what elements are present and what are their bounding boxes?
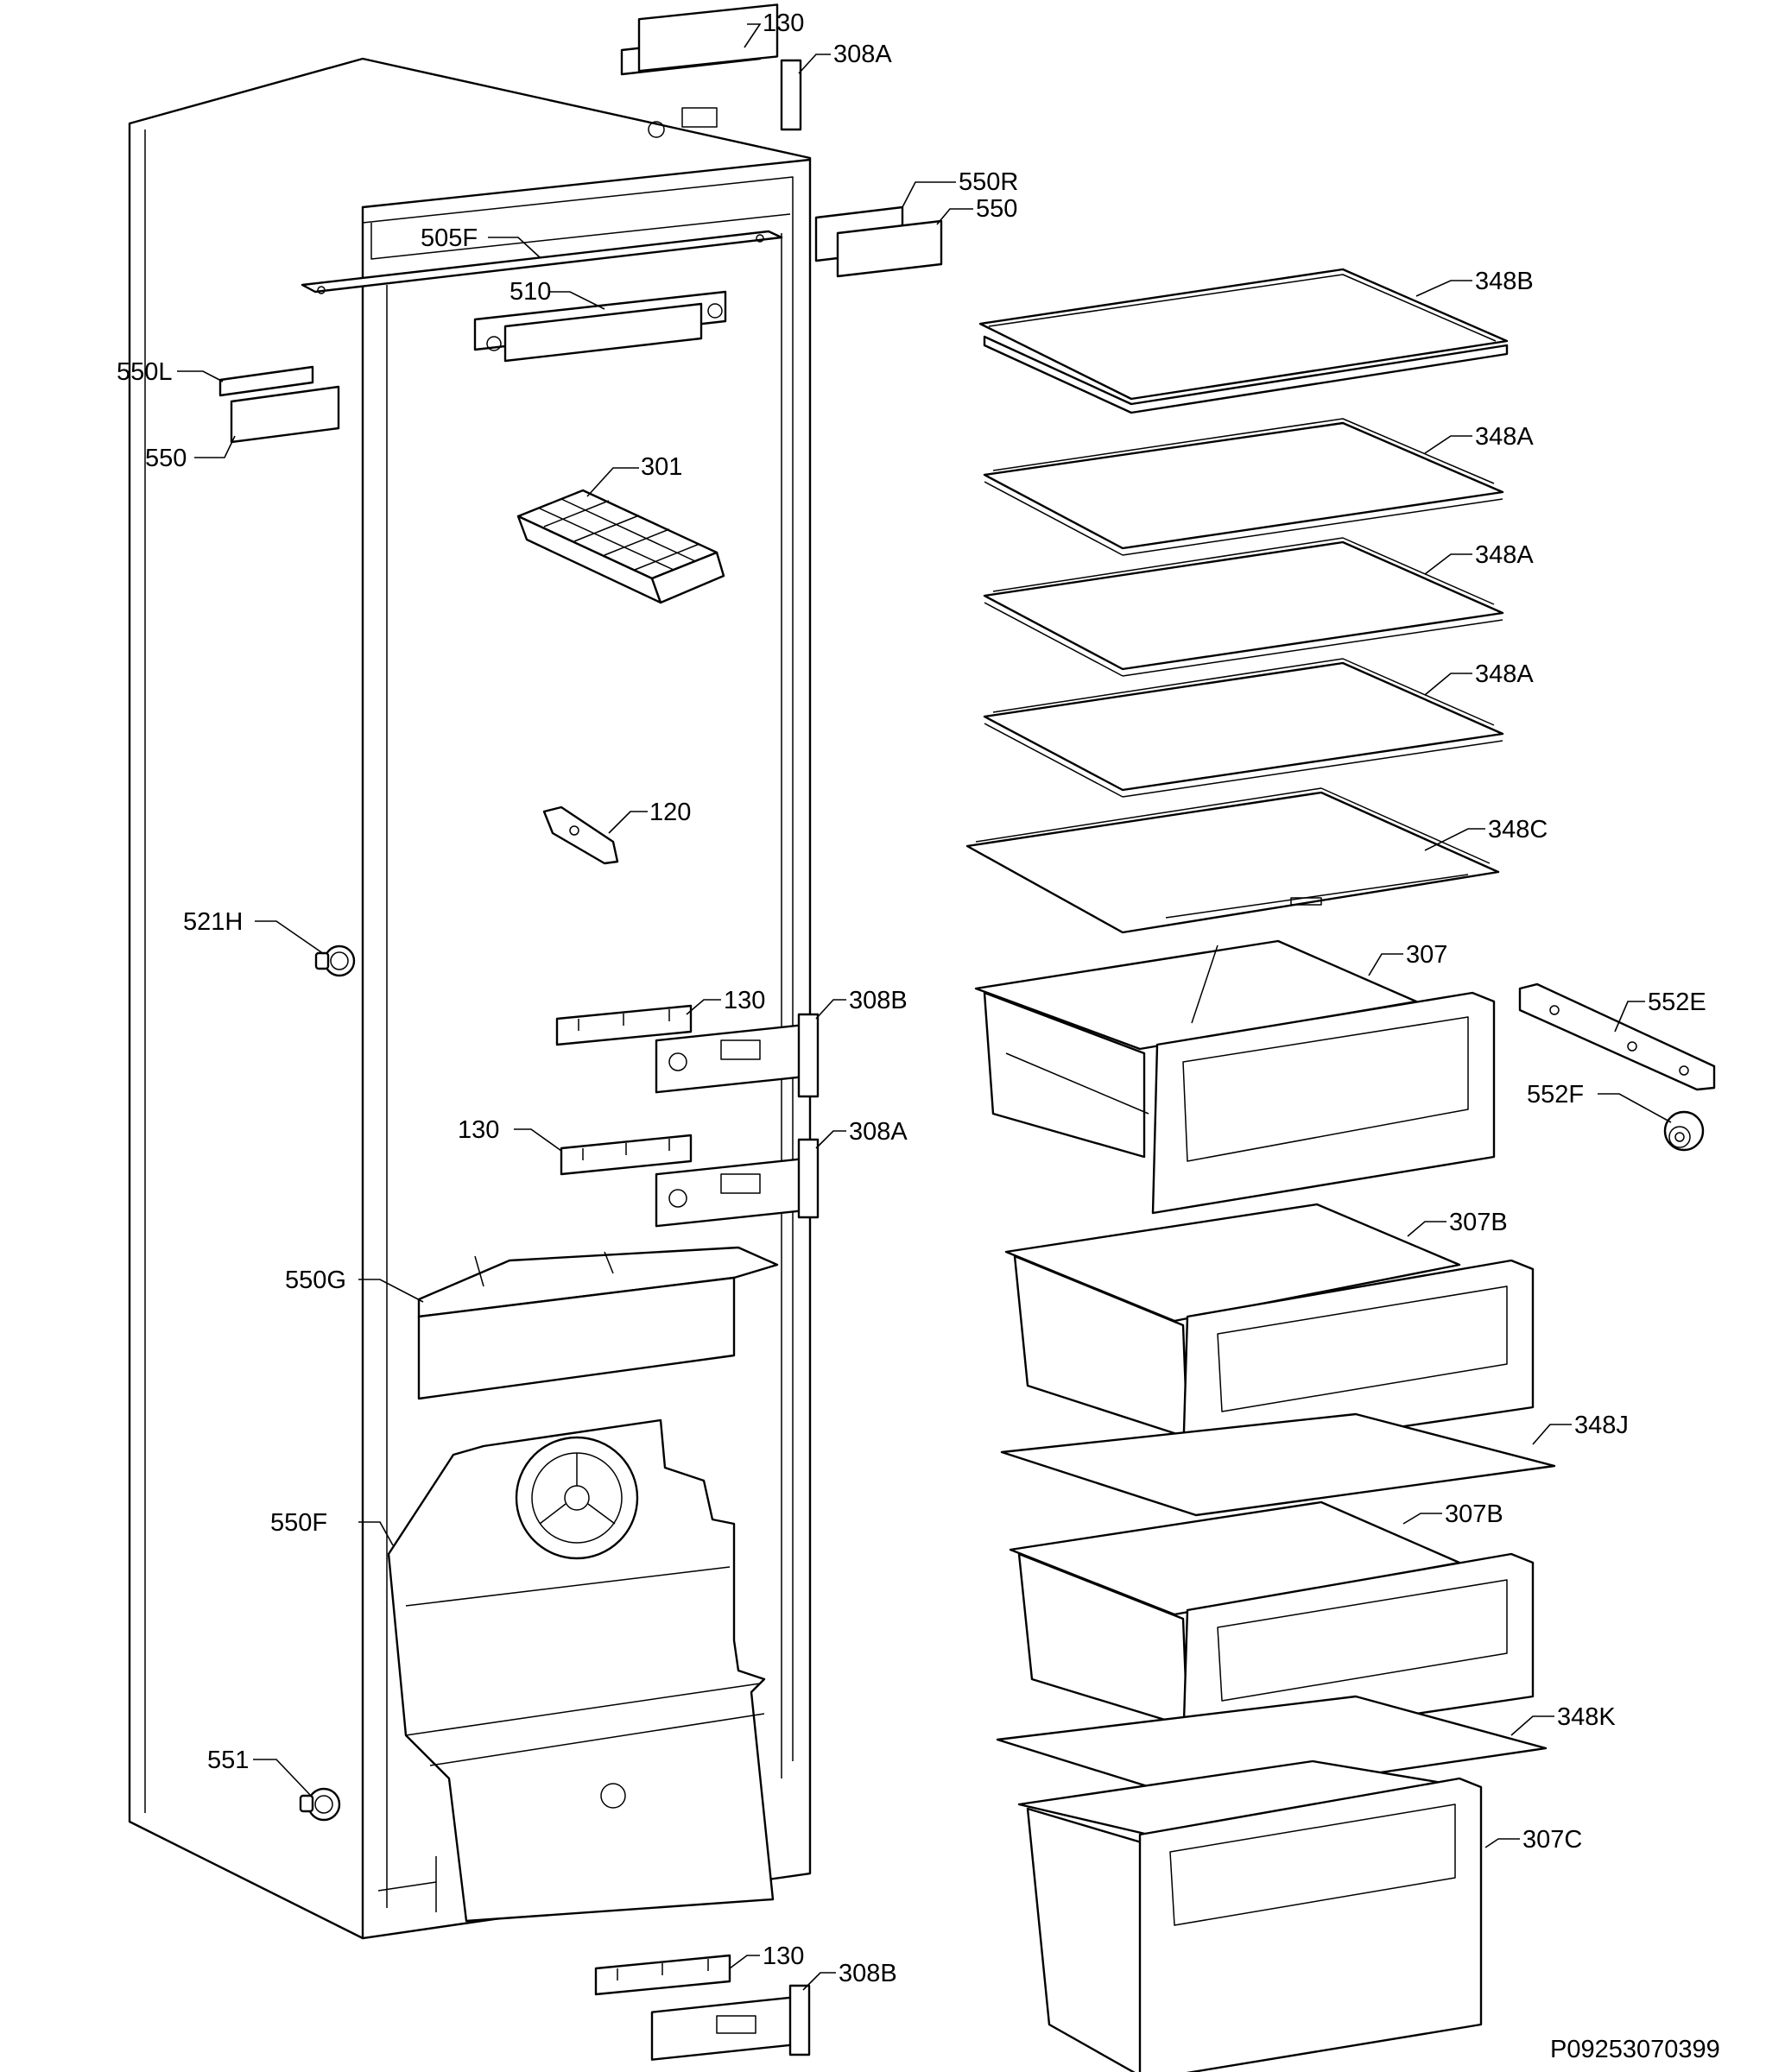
light-cover-part [473,290,727,363]
plate-1-part [1000,1412,1556,1517]
callout-knob-side: 552F [1527,1081,1584,1109]
callout-cover-right: 550 [976,195,1017,223]
rail-side-part [1518,982,1716,1091]
callout-hinge-mid2: 308A [849,1118,908,1146]
callout-rail-front: 505F [421,224,478,252]
callout-hinge-mid1: 308B [849,987,908,1014]
leader-lines [177,23,1672,1991]
cover-right-part [814,205,943,278]
shelf-3-part [983,658,1504,798]
callout-cover-gasket: 550G [285,1267,346,1294]
callout-hinge-bottom: 308B [839,1960,897,1987]
callout-hinge-top: 308A [833,41,892,68]
cap-left-part [314,944,356,977]
callout-shelf-4: 348C [1488,816,1548,843]
callout-cover-left-top: 550L [117,358,173,386]
callout-drawer-3: 307B [1445,1500,1503,1528]
callout-light-cover: 510 [510,278,551,306]
plate-2-part [996,1695,1548,1802]
drawer-2-part [1004,1203,1535,1461]
drawer-4-part [1017,1759,1483,2072]
callout-cap-bottom: 551 [207,1747,249,1774]
callout-drawer-2: 307B [1449,1209,1508,1236]
fan-cover-part [387,1418,775,1923]
callout-rail-side: 552E [1648,989,1706,1016]
shelf-1-part [983,418,1504,556]
shelf-top-part [978,268,1509,414]
callout-fan-cover: 550F [270,1509,327,1537]
hinge-bottom [650,1984,811,2061]
callout-drawer-4: 307C [1522,1826,1582,1854]
callout-hinge-shim-mid2: 130 [458,1116,499,1144]
callout-shelf-1: 348A [1475,423,1534,451]
callout-cap-left: 521H [183,908,243,936]
callout-clip: 120 [649,799,691,826]
callout-plate-1: 348J [1574,1412,1629,1439]
drawer-3-part [1009,1500,1535,1750]
cover-gasket-part [417,1246,779,1400]
shelf-4-part [965,787,1500,934]
hinge-shim-mid2 [560,1134,693,1176]
hinge-top [637,3,802,138]
callout-shelf-2: 348A [1475,541,1534,569]
hinge-mid2 [655,1138,820,1228]
cover-left-part [218,365,340,444]
callout-cover-right-top: 550R [959,168,1018,196]
callout-shelf-3: 348A [1475,660,1534,688]
callout-hinge-shim-bottom: 130 [763,1942,804,1970]
document-code: P09253070399 [1550,2036,1720,2063]
ice-tray-part [516,489,725,604]
callout-hinge-shim-mid1: 130 [724,987,765,1014]
callout-drawer-1: 307 [1406,941,1447,969]
shelf-2-part [983,537,1504,677]
cap-bottom-part [299,1787,341,1822]
callout-hinge-shim-top: 130 [763,9,804,37]
callout-ice-tray: 301 [641,453,682,481]
drawer-1-part [974,939,1496,1215]
hinge-shim-bottom [594,1954,731,1996]
callout-labels: 130 308A 550R 550 550L 550 505F 510 301 … [117,9,1720,2063]
callout-shelf-top: 348B [1475,268,1534,295]
callout-cover-left: 550 [145,445,187,472]
hinge-shim-mid1 [555,1004,693,1046]
knob-side-part [1663,1110,1705,1152]
rail-front-part [301,230,783,294]
callout-plate-2: 348K [1557,1703,1616,1731]
clip-part [542,805,619,865]
hinge-mid1 [655,1013,820,1098]
